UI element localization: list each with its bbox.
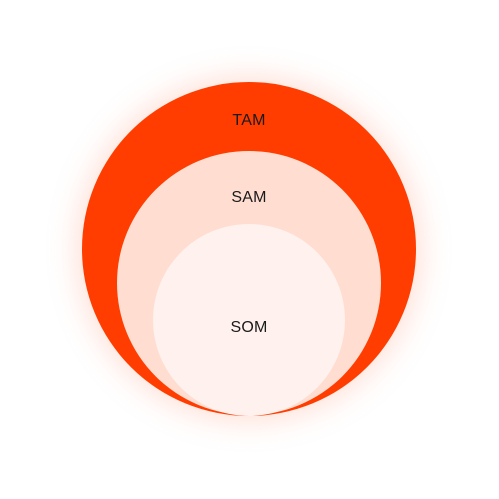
som-label: SOM xyxy=(230,319,267,336)
tam-label: TAM xyxy=(232,112,265,129)
som-circle xyxy=(153,224,345,416)
sam-label: SAM xyxy=(231,189,266,206)
